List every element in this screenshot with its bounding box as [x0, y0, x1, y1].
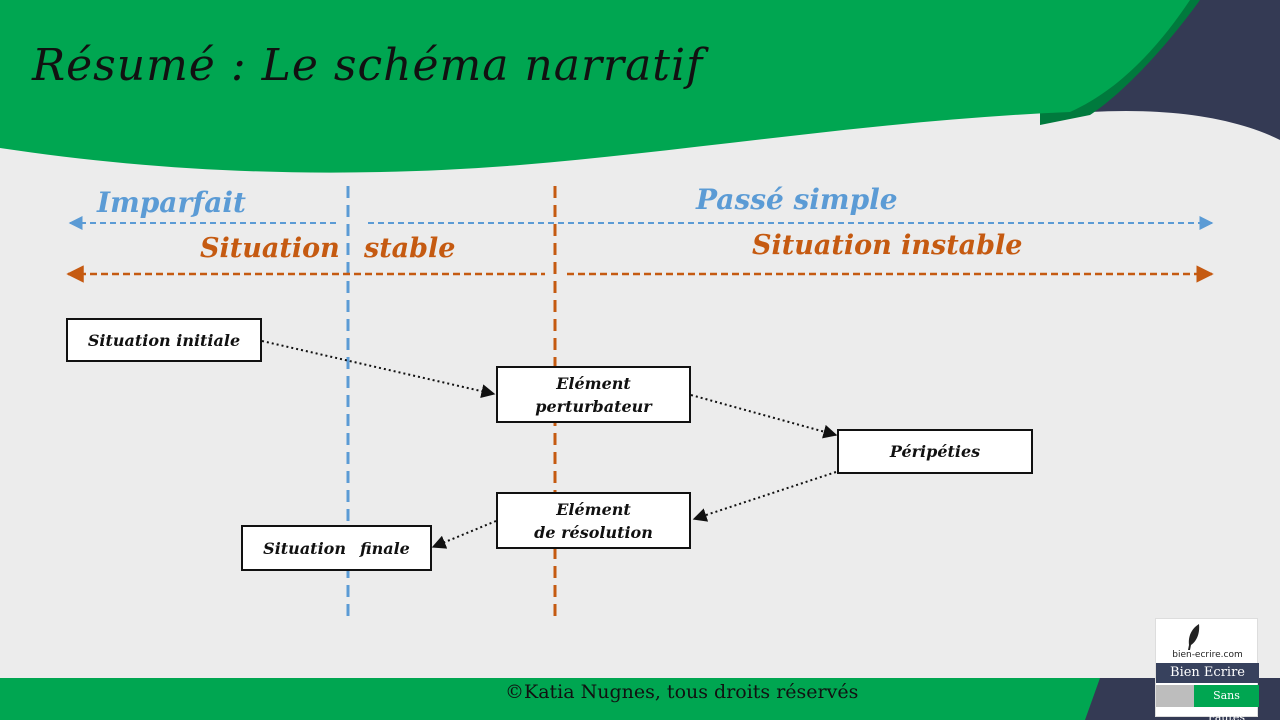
box-situation-finale-part1: Situation [263, 538, 346, 558]
logo-url: bien-ecrire.com [1172, 650, 1243, 660]
box-situation-finale: Situation finale [241, 525, 432, 571]
header-green-wave [0, 0, 1190, 173]
label-passe-simple: Passé simple [696, 183, 898, 216]
box-situation-initiale-text: Situation initiale [87, 330, 241, 350]
footer-copyright: ©Katia Nugnes, tous droits réservés [505, 681, 859, 703]
box-situation-finale-part2: finale [359, 538, 410, 558]
logo-tagline-band: Sans Fautes [1156, 685, 1259, 720]
label-situation-stable-part1: Situation [200, 233, 340, 264]
box-element-resolution: Elément de résolution [496, 492, 691, 549]
box-peripeties: Péripéties [837, 429, 1033, 474]
box-element-perturbateur-line2: perturbateur [535, 396, 652, 416]
logo-name: Bien Ecrire [1156, 663, 1259, 683]
arrow-resolution-to-finale [431, 520, 497, 549]
box-element-resolution-line1: Elément [556, 499, 631, 519]
page-title: Résumé : Le schéma narratif [32, 40, 704, 91]
box-element-perturbateur: Elément perturbateur [496, 366, 691, 423]
box-element-perturbateur-line1: Elément [556, 373, 631, 393]
arrow-peripeties-to-resolution [692, 471, 837, 522]
box-peripeties-text: Péripéties [889, 442, 981, 461]
feather-icon [1188, 624, 1200, 650]
arrow-perturbateur-to-peripeties [690, 394, 838, 439]
logo-tagline: Sans Fautes [1194, 685, 1259, 720]
box-element-resolution-line2: de résolution [534, 522, 653, 542]
logo-tagline-gray [1156, 685, 1194, 707]
box-situation-initiale: Situation initiale [66, 318, 262, 362]
label-imparfait: Imparfait [97, 186, 246, 219]
arrow-initiale-to-perturbateur [261, 340, 496, 399]
label-situation-stable-part2: stable [364, 233, 456, 264]
label-situation-instable: Situation instable [752, 230, 1023, 261]
bien-ecrire-logo[interactable]: bien-ecrire.com Bien Ecrire Sans Fautes [1155, 618, 1259, 720]
footer-green-band [0, 678, 1135, 720]
